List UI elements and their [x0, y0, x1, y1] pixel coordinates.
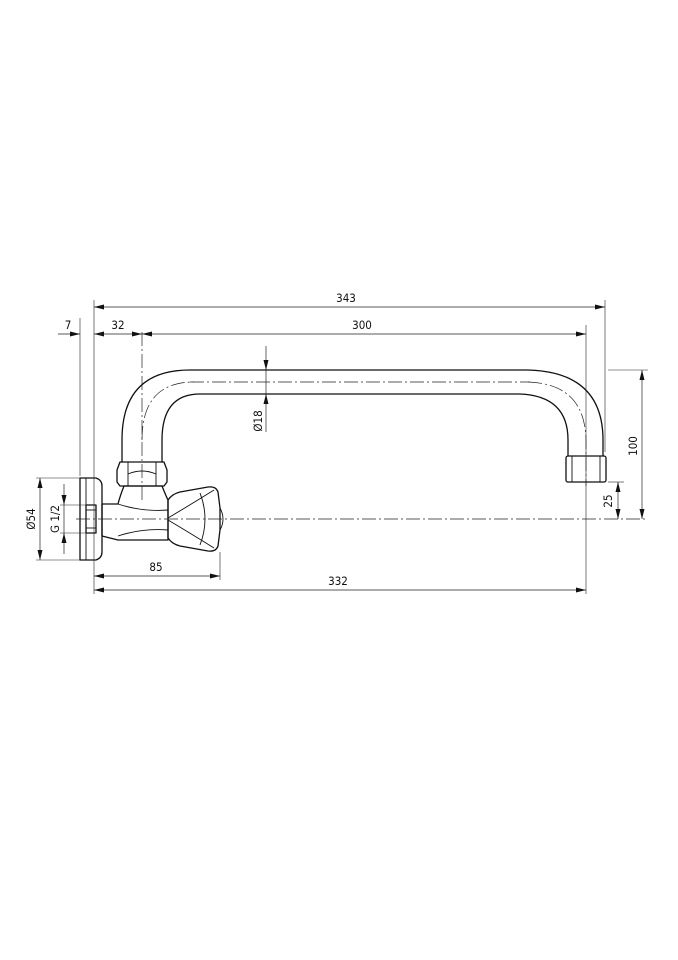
label-outlet-height: 25 — [601, 494, 615, 507]
label-overall-length: 343 — [336, 291, 356, 305]
label-valve-offset: 32 — [111, 318, 124, 332]
spout-pipe — [121, 369, 604, 463]
dimension-overall-length: 343 — [94, 291, 605, 310]
center-lines — [76, 332, 648, 520]
dimension-outlet-distance: 332 — [94, 574, 586, 593]
label-flange-thickness: 7 — [65, 318, 72, 332]
dimension-thread-size: G 1/2 — [48, 484, 67, 554]
label-outlet-distance: 332 — [328, 574, 348, 588]
label-pipe-diameter: Ø18 — [251, 410, 265, 431]
extension-lines — [36, 300, 648, 594]
dimension-flange-diameter: Ø54 — [24, 478, 43, 560]
dimension-handle-projection: 85 — [94, 560, 220, 579]
label-thread-size: G 1/2 — [48, 505, 62, 533]
label-spout-reach: 300 — [352, 318, 372, 332]
label-flange-diameter: Ø54 — [24, 508, 38, 529]
dimension-valve-offset: 32 — [94, 318, 142, 337]
valve-body — [101, 485, 169, 541]
dimension-pipe-diameter: Ø18 — [251, 346, 269, 432]
label-spout-height: 100 — [626, 436, 640, 456]
label-handle-projection: 85 — [149, 560, 162, 574]
dimension-outlet-height: 25 — [601, 482, 621, 519]
dimension-spout-reach: 300 — [142, 318, 586, 337]
dimension-spout-height: 100 — [626, 370, 645, 519]
